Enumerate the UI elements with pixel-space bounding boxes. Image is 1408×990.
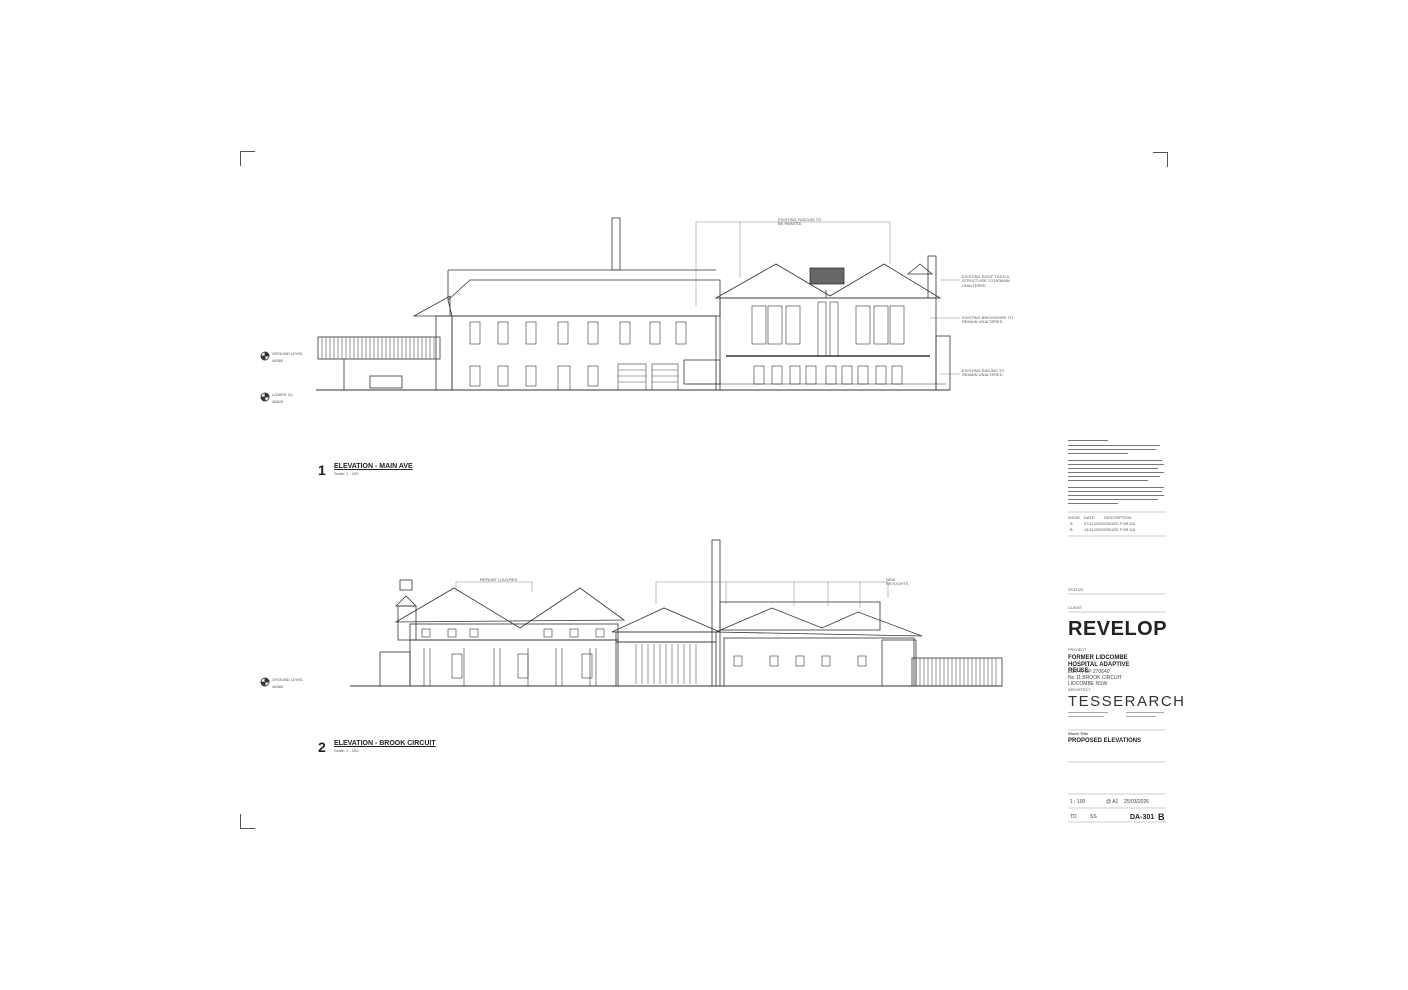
issue-header-date: DATE [1084, 515, 1095, 520]
architect-logo: TESSERARCH [1068, 693, 1186, 710]
project-address-3: LIDCOMBE NSW [1068, 681, 1108, 687]
architect-contact [1068, 712, 1166, 722]
issue-a: A [1070, 521, 1073, 526]
note-new-skylights: NEW SKYLIGHTS [886, 577, 909, 587]
general-notes-block [1068, 440, 1166, 510]
note-railing: EXISTING RAILING TO REMAIN UNALTERED [962, 368, 1005, 378]
project-address-2: No 11 BROOK CIRCUIT [1068, 675, 1123, 681]
project-address-1: LOT 4, DP 270640 [1068, 669, 1110, 675]
crop-mark-top-right [1153, 152, 1168, 167]
level-value-ground-2: 46580 [272, 684, 284, 689]
note-fascias: EXISTING FASCIAS TO BE PAINTED [778, 217, 822, 227]
elevation-2-scale: Scale: 1 : 100 [334, 748, 359, 753]
note-brickwork: EXISTING BRICKWORK TO REMAIN UNALTERED [962, 315, 1013, 325]
elevation-2-title: ELEVATION - BROOK CIRCUIT [334, 740, 436, 747]
issue-b: B [1070, 527, 1073, 532]
issue-a-date: 07/11/2025 [1084, 521, 1104, 526]
architect-label: ARCHITECT [1068, 687, 1091, 692]
project-name: FORMER LIDCOMBE HOSPITAL ADAPTIVE REUSE [1068, 655, 1130, 675]
issue-a-description: ISSUED FOR DA [1104, 521, 1136, 526]
checked-by: SS [1090, 814, 1097, 820]
drawn-by: TD [1070, 814, 1077, 820]
elevation-1-title: ELEVATION - MAIN AVE [334, 463, 413, 470]
issue-header-description: DESCRIPTION [1104, 515, 1132, 520]
level-label-ground: GROUND LEVEL [272, 351, 304, 356]
crop-mark-bottom-left [240, 814, 255, 829]
elevation-1-number: 1 [318, 462, 326, 478]
elevation-1-scale: Scale: 1 : 100 [334, 471, 359, 476]
revision: B [1158, 812, 1165, 822]
note-roof-tiles: EXISTING ROOF TILES & STRUCTURE TO REMAI… [962, 274, 1010, 288]
client-label: CLIENT [1068, 605, 1083, 610]
sheet-number: DA-301 [1130, 814, 1155, 821]
scale-value: 1 : 100 [1070, 799, 1086, 805]
crop-mark-top-left [240, 151, 255, 166]
sheet-title-label: Sheet Title [1068, 731, 1089, 736]
note-repaint-louvres: REPAINT LOUVRES [480, 577, 518, 582]
level-value-lower: 45600 [272, 399, 284, 404]
issue-header-issue: ISSUE [1068, 515, 1081, 520]
level-value-ground: 46580 [272, 358, 284, 363]
status-label: STATUS [1068, 587, 1084, 592]
level-label-lower: LOWER GL [272, 392, 294, 397]
level-label-ground-2: GROUND LEVEL [272, 677, 304, 682]
issue-date: 25/03/2026 [1124, 799, 1150, 805]
client-name: REVELOP [1068, 618, 1168, 640]
elevation-2-number: 2 [318, 739, 326, 755]
issue-b-date: 14/11/2025 [1084, 527, 1104, 532]
project-label: PROJECT [1068, 647, 1087, 652]
issue-b-description: ISSUED FOR DA [1104, 527, 1136, 532]
paper-size: @ A1 [1106, 799, 1119, 805]
drawing-title: PROPOSED ELEVATIONS [1068, 738, 1142, 744]
